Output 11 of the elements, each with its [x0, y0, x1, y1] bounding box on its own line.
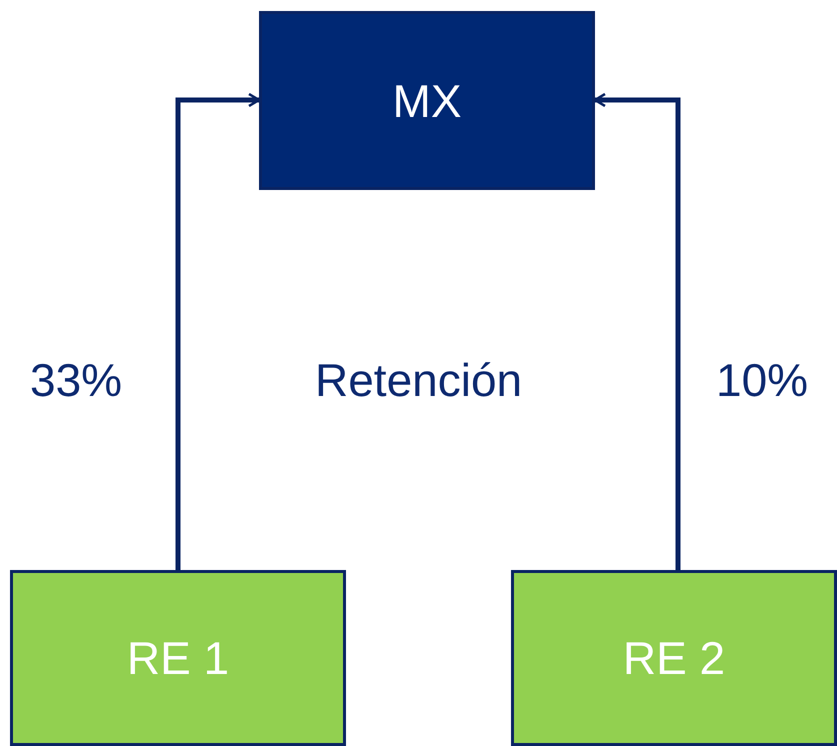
- arrow: [594, 92, 680, 570]
- box-label: RE 2: [622, 631, 726, 685]
- annotation-text: Retención: [315, 357, 522, 403]
- process-box: [10, 570, 346, 746]
- box-label: MX: [392, 74, 462, 128]
- arrow: [176, 92, 260, 570]
- edge-label: 10%: [716, 357, 808, 403]
- edge-label: 33%: [30, 357, 122, 403]
- box-label: RE 1: [126, 631, 230, 685]
- process-box: [259, 11, 595, 190]
- process-box: [511, 570, 837, 746]
